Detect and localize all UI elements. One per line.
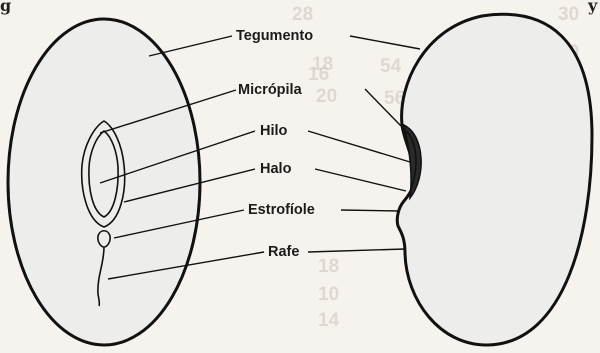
label-micropila: Micrópila (238, 82, 303, 98)
label-tegumento: Tegumento (236, 28, 313, 44)
caption-fragment: g (0, 0, 11, 15)
bg-number: 54 (380, 56, 402, 77)
label-hilo: Hilo (260, 123, 288, 139)
leader-tegumento-right (350, 36, 420, 49)
bg-number: 10 (318, 284, 339, 305)
label-estrofiole: Estrofíole (248, 202, 315, 218)
leader-tegumento-left (149, 36, 232, 56)
seed-side-view (397, 14, 592, 345)
leader-hilo-right (308, 131, 410, 162)
leader-halo-right (315, 169, 406, 191)
caption-fragment-right: y (587, 0, 598, 15)
bg-number: 18 (318, 256, 339, 277)
seed-outline-right (397, 14, 592, 345)
bg-number: 20 (316, 86, 337, 107)
bg-number: 14 (318, 310, 340, 331)
labels: Tegumento Micrópila Hilo Halo Estrofíole… (236, 28, 315, 260)
label-rafe: Rafe (268, 244, 299, 260)
bg-number: 18 (312, 54, 333, 75)
leader-estrofiole-right (341, 210, 399, 211)
bg-number: 30 (558, 4, 579, 25)
bg-number: 28 (292, 4, 313, 25)
label-halo: Halo (260, 161, 292, 177)
leader-rafe-right (308, 249, 405, 252)
